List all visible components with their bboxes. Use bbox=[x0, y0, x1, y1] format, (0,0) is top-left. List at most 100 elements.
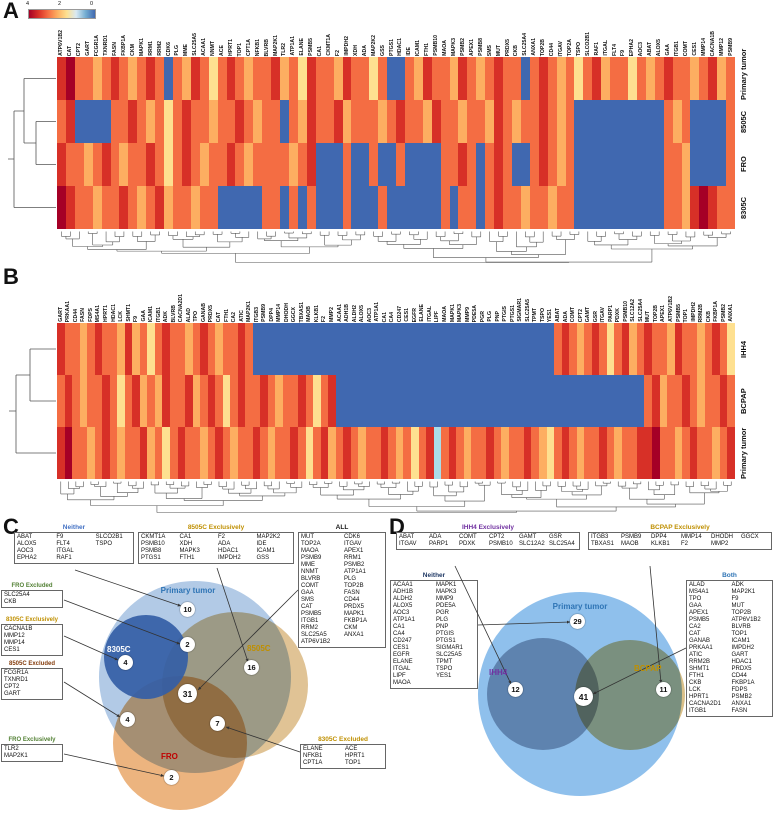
heatmap-cell bbox=[410, 375, 419, 427]
heatmap-cell bbox=[592, 100, 602, 143]
heatmap-cell bbox=[185, 375, 193, 427]
gene-item: F9 bbox=[56, 534, 64, 540]
gene-item: SMS bbox=[301, 597, 315, 603]
heatmap-cell bbox=[124, 375, 133, 427]
heatmap-cell bbox=[667, 427, 675, 479]
heatmap-row-label: 8505C bbox=[739, 110, 748, 133]
heatmap-cell bbox=[342, 143, 352, 186]
heatmap-cell bbox=[708, 100, 718, 143]
heatmap-cell bbox=[365, 375, 374, 427]
heatmap-column-label: CAT bbox=[67, 45, 74, 56]
heatmap-cell bbox=[501, 323, 509, 375]
heatmap-cell bbox=[109, 427, 118, 479]
heatmap-cell bbox=[222, 323, 231, 375]
heatmap-cell bbox=[503, 100, 513, 143]
heatmap-cell bbox=[288, 143, 298, 186]
heatmap-cell bbox=[403, 323, 411, 375]
heatmap-column-label: ALOX5 bbox=[359, 304, 366, 322]
heatmap-cell bbox=[235, 100, 245, 143]
heatmap-cell bbox=[335, 427, 344, 479]
heatmap-cell bbox=[591, 323, 600, 375]
heatmap-cell bbox=[181, 57, 191, 100]
heatmap-column-label: ADK bbox=[163, 310, 170, 322]
gene-item: TXNRD1 bbox=[4, 677, 29, 683]
gene-item: MAP2K1 bbox=[731, 589, 756, 595]
heatmap-cell bbox=[132, 375, 140, 427]
heatmap-cell bbox=[508, 375, 517, 427]
heatmap-cell bbox=[199, 100, 209, 143]
heatmap-cell bbox=[539, 375, 547, 427]
heatmap-cell bbox=[726, 100, 736, 143]
heatmap-column-label: CPT2 bbox=[76, 42, 83, 56]
heatmap-cell bbox=[110, 186, 120, 229]
heatmap-cell bbox=[644, 427, 652, 479]
heatmap-cell bbox=[64, 375, 73, 427]
heatmap-cell bbox=[360, 100, 370, 143]
gene-item: CKM bbox=[344, 625, 358, 631]
venn-c-count-minus-8505: 4 bbox=[120, 712, 135, 727]
heatmap-cell bbox=[315, 143, 325, 186]
heatmap-cell bbox=[290, 375, 298, 427]
heatmap-cell bbox=[485, 186, 495, 229]
heatmap-cell bbox=[645, 100, 655, 143]
heatmap-cell bbox=[164, 186, 173, 229]
heatmap-column-label: HDAC1 bbox=[397, 38, 404, 56]
heatmap-cell bbox=[350, 427, 359, 479]
heatmap-column-label: PDE5A bbox=[472, 304, 479, 322]
venn-d-primary-label: Primary tumor bbox=[552, 602, 608, 611]
heatmap-cell bbox=[244, 100, 254, 143]
heatmap-cell bbox=[57, 427, 65, 479]
heatmap-cell bbox=[659, 375, 668, 427]
heatmap-column-label: SLC25A4 bbox=[637, 299, 644, 322]
heatmap-column-label: MMP14 bbox=[276, 304, 283, 322]
heatmap-cell bbox=[215, 323, 223, 375]
gene-item: ACE bbox=[345, 746, 358, 752]
heatmap-column-label: CPT1A bbox=[245, 38, 252, 56]
heatmap-column-label: KLKB1 bbox=[313, 304, 320, 322]
heatmap-cell bbox=[539, 427, 547, 479]
heatmap-row bbox=[57, 375, 735, 427]
heatmap-column-label: PSMB10 bbox=[622, 301, 629, 322]
gene-item: EGFR bbox=[393, 652, 410, 658]
gene-item: MAPK3 bbox=[436, 589, 457, 595]
heatmap-cell bbox=[422, 143, 432, 186]
heatmap-cell bbox=[619, 57, 628, 100]
heatmap-cell bbox=[636, 100, 646, 143]
gene-item: TPMT bbox=[436, 659, 453, 665]
heatmap-cell bbox=[569, 375, 577, 427]
heatmap-column-label: PARP1 bbox=[607, 305, 614, 322]
gene-item: MAOA bbox=[301, 548, 319, 554]
heatmap-cell bbox=[306, 100, 316, 143]
gene-item: ABAT bbox=[17, 534, 33, 540]
gene-item: ITGB3 bbox=[591, 534, 609, 540]
heatmap-cell bbox=[614, 427, 622, 479]
heatmap-cell bbox=[494, 100, 504, 143]
heatmap-cell bbox=[109, 323, 118, 375]
heatmap-cell bbox=[547, 143, 557, 186]
heatmap-cell bbox=[574, 186, 584, 229]
heatmap-column-label: MAPK3 bbox=[457, 303, 464, 322]
heatmap-cell bbox=[717, 186, 727, 229]
gene-item: CDK6 bbox=[344, 534, 361, 540]
heatmap-cell bbox=[531, 427, 539, 479]
colorbar-tick: 2 bbox=[58, 1, 62, 7]
heatmap-cell bbox=[139, 427, 148, 479]
heatmap-cell bbox=[110, 57, 120, 100]
heatmap-cell bbox=[476, 186, 486, 229]
gene-item: TOP2A bbox=[301, 541, 321, 547]
heatmap-cell bbox=[324, 100, 334, 143]
heatmap-column-label: CACNA2D1 bbox=[178, 293, 185, 322]
heatmap-cell bbox=[546, 427, 555, 479]
heatmap-column-label: ITGAV bbox=[558, 40, 565, 56]
heatmap-column-label: ADA bbox=[361, 44, 368, 56]
heatmap-column-label: LCK bbox=[118, 311, 125, 322]
heatmap-cell bbox=[74, 57, 84, 100]
